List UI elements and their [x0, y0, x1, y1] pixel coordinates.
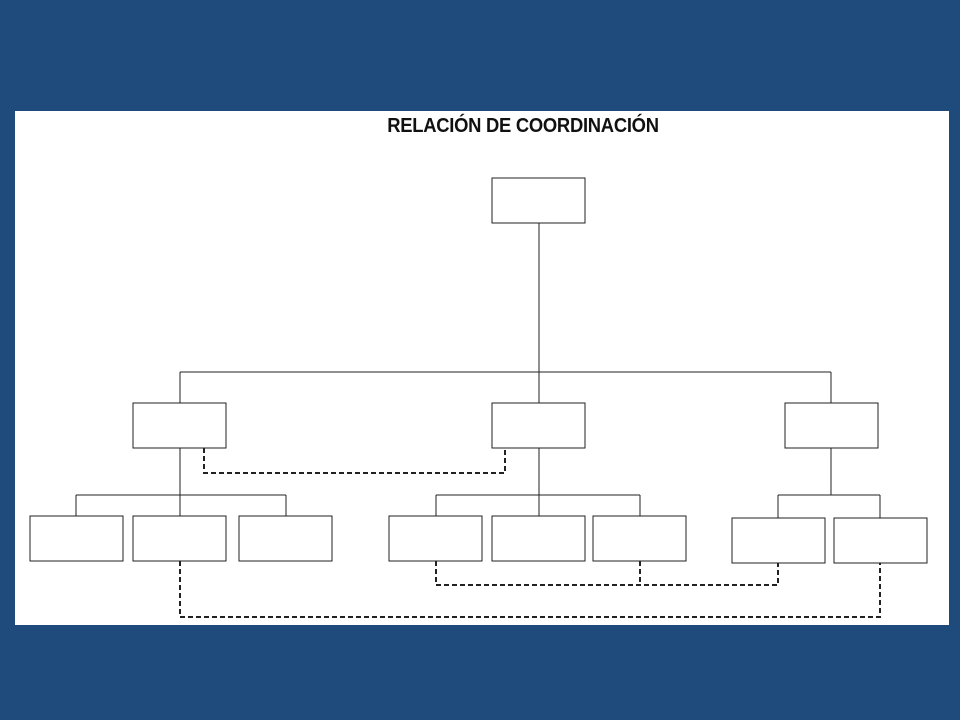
org-box-b — [491, 402, 586, 449]
org-box-a1 — [29, 515, 124, 562]
org-box-a — [132, 402, 227, 449]
org-box-c2 — [833, 517, 928, 564]
org-box-c — [784, 402, 879, 449]
org-box-b1 — [388, 515, 483, 562]
coordination-link-b1-b3-c1 — [435, 561, 779, 586]
org-box-a3 — [238, 515, 333, 562]
coordination-link-a2-c2 — [179, 561, 881, 618]
org-box-root — [491, 177, 586, 224]
coordination-link-a-b — [203, 448, 506, 474]
org-box-b2 — [491, 515, 586, 562]
org-boxes — [29, 177, 928, 564]
org-box-a2 — [132, 515, 227, 562]
diagram-title: RELACIÓN DE COORDINACIÓN — [387, 115, 659, 137]
org-box-b3 — [592, 515, 687, 562]
hierarchy-connectors — [75, 223, 881, 518]
org-box-c1 — [731, 517, 826, 564]
coordination-links — [179, 448, 881, 618]
